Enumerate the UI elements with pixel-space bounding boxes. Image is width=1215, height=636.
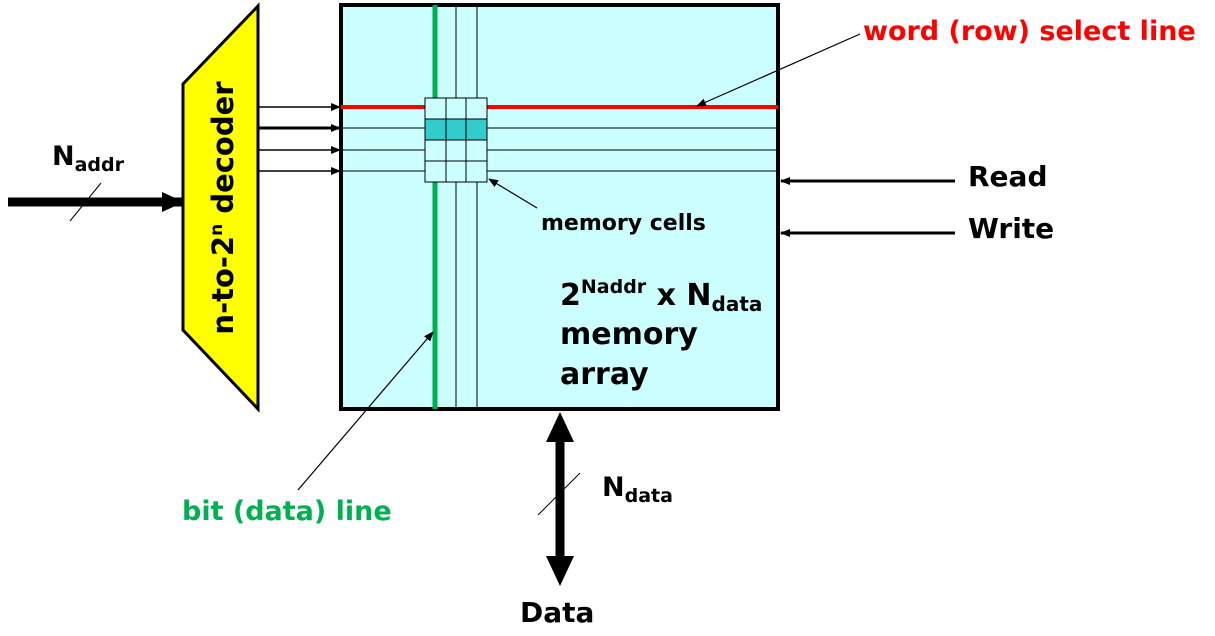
decoder-superscript: n	[207, 224, 227, 236]
ndata-label: Ndata	[602, 472, 673, 507]
memory-array-box	[339, 3, 780, 411]
naddr-label: Naddr	[52, 141, 125, 176]
word-line-label: word (row) select line	[863, 16, 1196, 47]
memory-cells-pointer	[488, 178, 538, 209]
decoder-output-arrows	[258, 103, 341, 175]
memory-cells-grid	[424, 97, 488, 183]
bit-lines	[455, 5, 478, 409]
decoder-prefix: n-to-2	[206, 236, 240, 335]
bit-line-label: bit (data) line	[182, 496, 392, 527]
read-label: Read	[968, 160, 1048, 193]
data-label: Data	[520, 596, 594, 629]
array-array-label: array	[560, 357, 649, 392]
address-bus-slash	[69, 182, 102, 222]
word-lines	[341, 127, 778, 172]
data-bus-arrow	[546, 412, 574, 586]
write-label: Write	[968, 212, 1054, 245]
array-size-times: x N	[646, 278, 711, 313]
decoder-suffix: decoder	[206, 81, 240, 224]
ndata-main: N	[602, 472, 625, 503]
array-memory-label: memory	[560, 317, 698, 352]
ndata-sub: data	[625, 485, 673, 507]
decoder-label: n-to-2n decoder	[206, 81, 240, 335]
selected-cell-row	[424, 118, 488, 141]
array-size-exponent: Naddr	[581, 276, 647, 298]
decoder-trapezoid	[181, 2, 260, 413]
word-line-pointer	[696, 33, 861, 107]
data-bus-slash	[537, 472, 581, 516]
naddr-main: N	[52, 141, 75, 172]
array-size-base: 2	[560, 278, 581, 313]
memory-cells-label: memory cells	[541, 211, 706, 236]
array-size-label: 2Naddr x Ndata	[560, 276, 762, 316]
bit-line-pointer	[297, 331, 434, 491]
naddr-sub: addr	[75, 154, 125, 176]
array-size-data-sub: data	[712, 292, 763, 316]
